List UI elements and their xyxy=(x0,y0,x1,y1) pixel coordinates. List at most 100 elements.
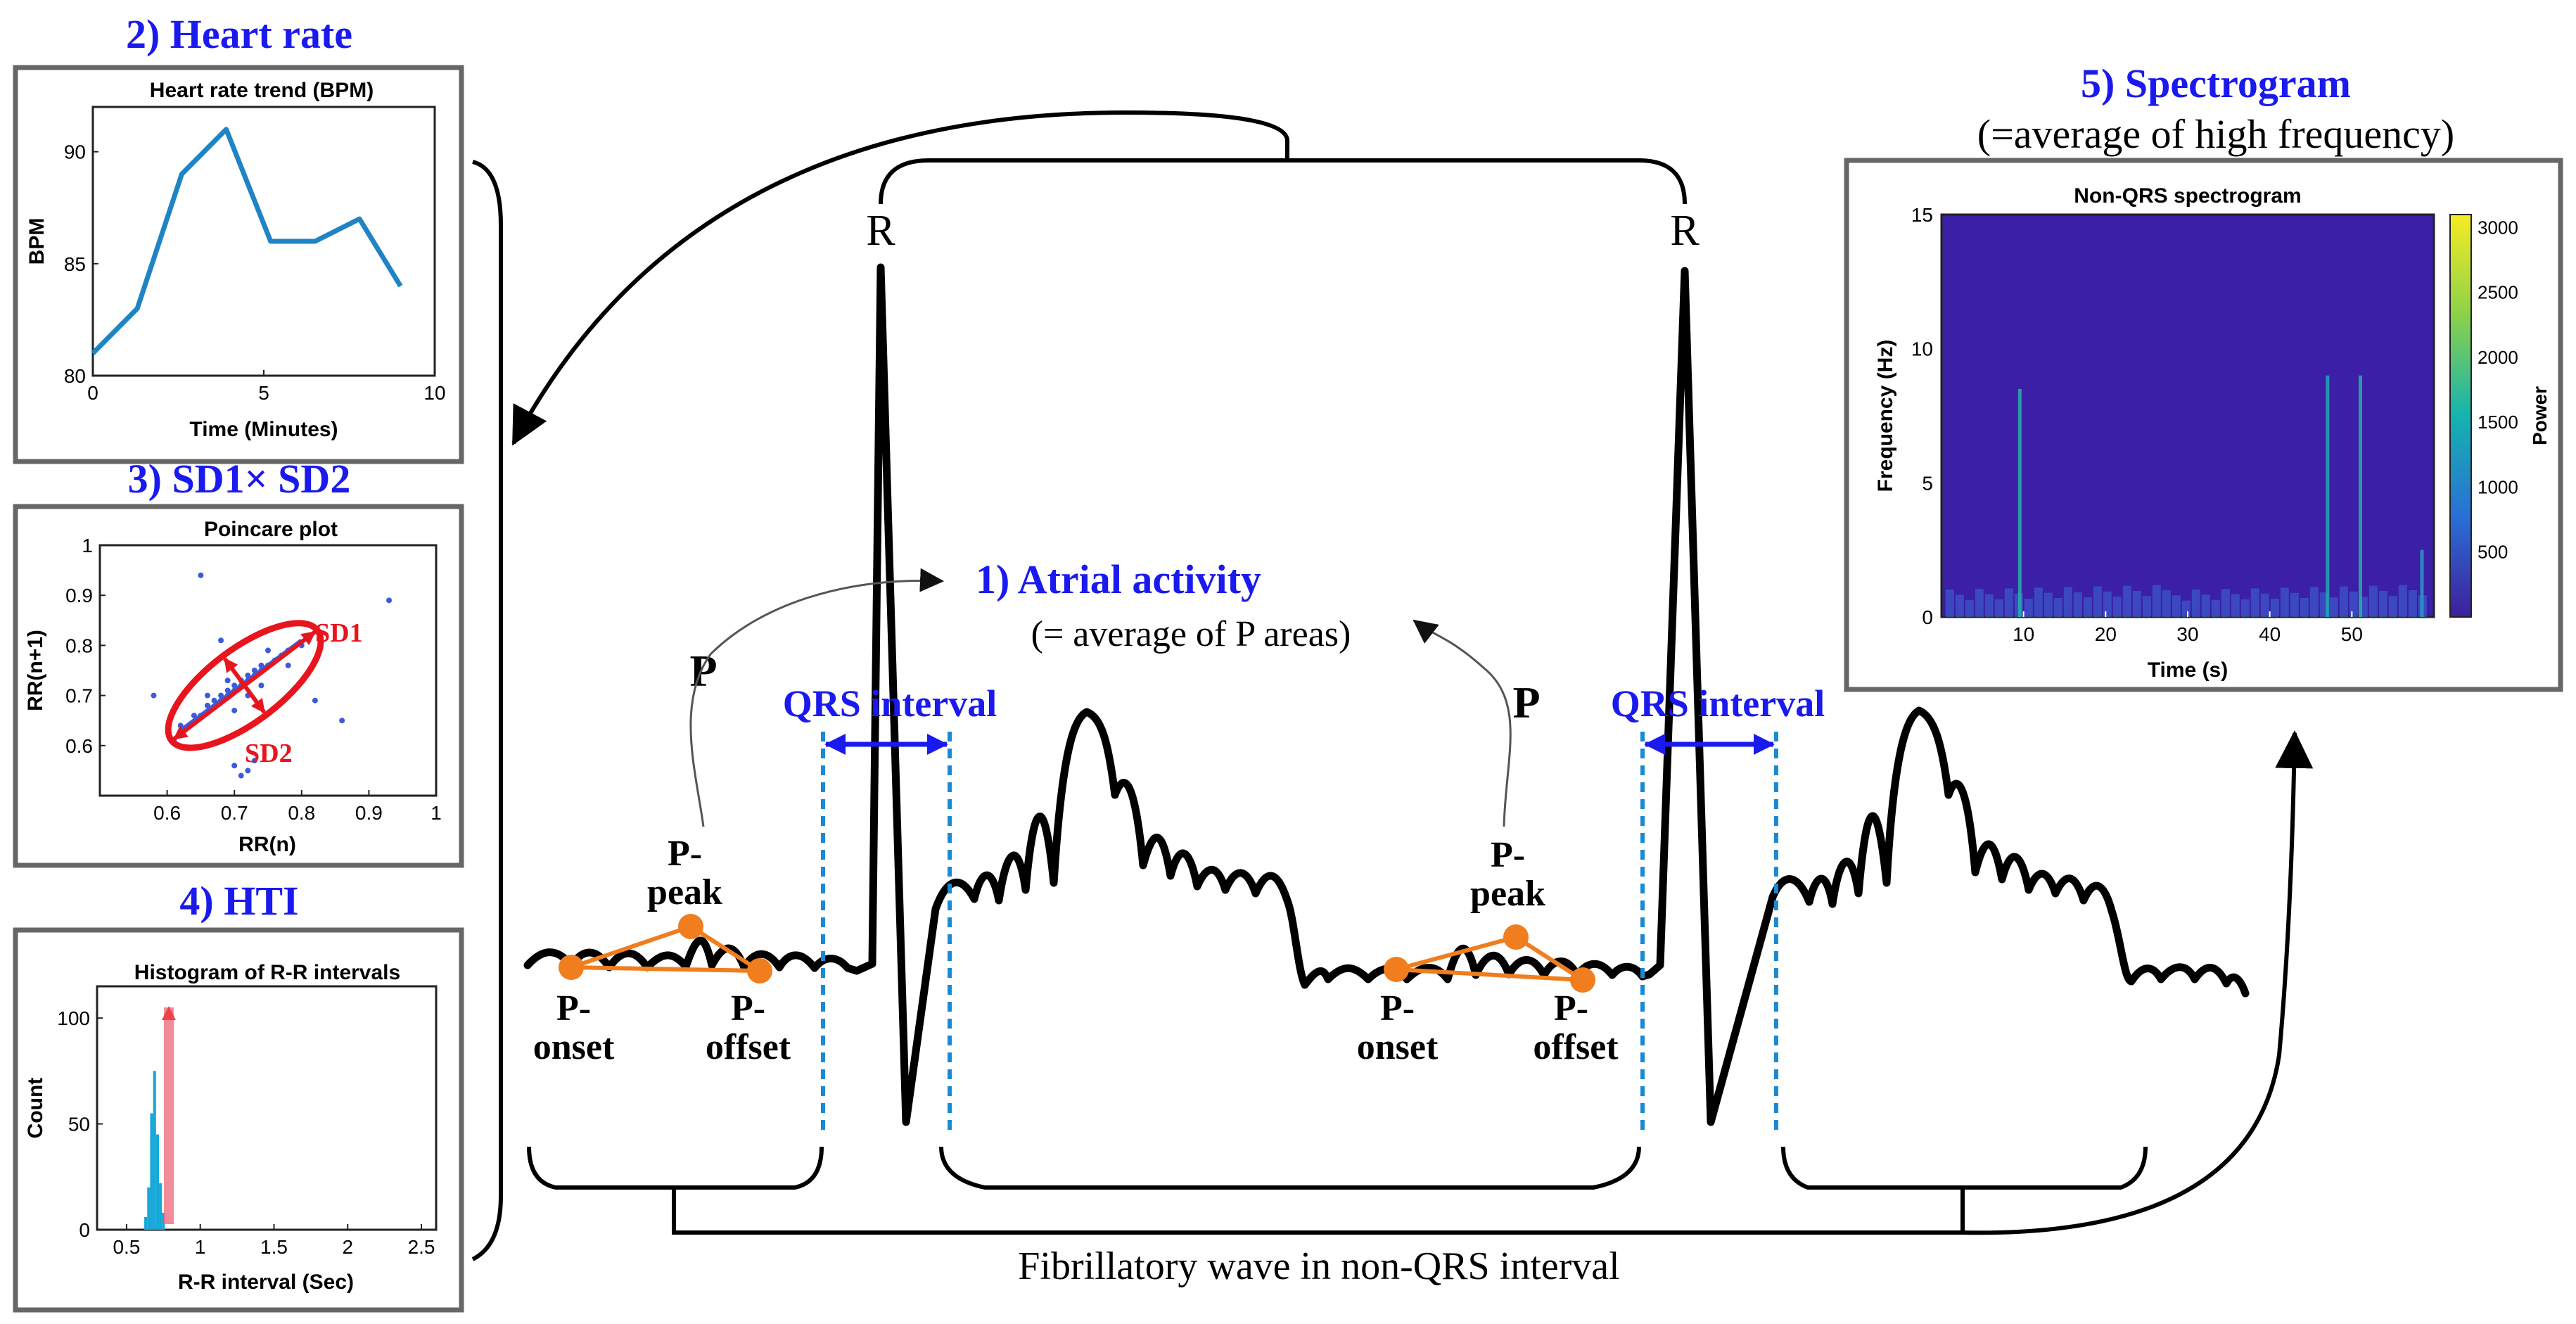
p-onset-label-1a: P- xyxy=(556,988,591,1029)
spectrogram-low-band xyxy=(2211,599,2220,617)
spectrogram-xlabel: Time (s) xyxy=(2148,658,2228,682)
spectrogram-low-band xyxy=(2368,585,2378,617)
spectrogram-low-band xyxy=(2290,592,2299,617)
spectrogram-streak xyxy=(2359,375,2362,617)
colorbar-tick-label: 500 xyxy=(2478,542,2508,563)
spectrogram-streak xyxy=(2326,375,2330,617)
colorbar-tick-label: 2000 xyxy=(2478,347,2518,368)
spectrogram-xtick-label: 30 xyxy=(2176,623,2198,645)
spectrogram-low-band xyxy=(2191,590,2200,617)
spectrogram-low-band xyxy=(2240,599,2250,617)
spectrogram-low-band xyxy=(2408,590,2417,617)
rr-bracket-connector xyxy=(511,110,1289,446)
qrs-interval-label-2: QRS interval xyxy=(1611,682,1825,725)
spectrogram-low-band xyxy=(2280,587,2289,617)
histogram-xtick-label: 1.5 xyxy=(260,1236,288,1258)
poincare-point xyxy=(339,718,345,724)
heart-rate-series-line xyxy=(91,127,403,355)
p-peak-label-1b: peak xyxy=(647,872,722,912)
p-offset-label-2a: P- xyxy=(1554,988,1588,1029)
p-offset-label-1a: P- xyxy=(731,988,765,1029)
poincare-chart-title: Poincare plot xyxy=(204,518,338,541)
p-offset-label-2b: offset xyxy=(1533,1027,1619,1067)
heading-hti: 4) HTI xyxy=(179,878,298,924)
histogram-xtick-label: 2 xyxy=(342,1236,353,1258)
heart-rate-ytick-label: 80 xyxy=(64,365,86,387)
poincare-xlabel: RR(n) xyxy=(238,833,296,856)
spectrogram-ytick-label: 0 xyxy=(1922,606,1933,628)
spectrogram-ytick-label: 15 xyxy=(1911,204,1933,226)
poincare-xtick-label: 0.7 xyxy=(221,802,248,824)
spectrogram-chart-title: Non-QRS spectrogram xyxy=(2074,184,2301,208)
poincare-point xyxy=(245,768,251,774)
atrial-activity-subtitle: (= average of P areas) xyxy=(1031,614,1351,654)
poincare-point xyxy=(386,597,393,604)
spectrogram-low-band xyxy=(2142,596,2151,617)
sd2-arrow xyxy=(243,684,266,714)
histogram-bar xyxy=(144,1216,148,1230)
poincare-xtick-label: 1 xyxy=(431,802,442,824)
spectrogram-subtitle: (=average of high frequency) xyxy=(1977,111,2454,157)
p-offset-label-1b: offset xyxy=(706,1027,791,1067)
heart-rate-xlabel: Time (Minutes) xyxy=(189,418,338,441)
non-qrs-brace-2 xyxy=(939,1146,1641,1190)
histogram-xlabel: R-R interval (Sec) xyxy=(178,1271,354,1294)
poincare-point xyxy=(285,662,291,668)
heading-heart-rate: 2) Heart rate xyxy=(126,11,352,57)
spectrogram-low-band xyxy=(2378,590,2387,617)
colorbar-label: Power xyxy=(2529,386,2551,445)
poincare-point xyxy=(238,772,244,779)
poincare-point xyxy=(224,677,231,684)
spectrogram-low-band xyxy=(2093,586,2102,617)
fibrillatory-connector xyxy=(672,1189,1965,1235)
non-qrs-brace-3 xyxy=(1781,1146,2148,1190)
spectrogram-low-band xyxy=(2024,598,2033,617)
svg-text:P- peak P- o: P- peak P- onset P- offset P- peak P- on… xyxy=(533,834,1619,1067)
spectrogram-low-band xyxy=(2073,592,2082,617)
poincare-ytick-label: 0.9 xyxy=(65,585,93,606)
poincare-ylabel: RR(n+1) xyxy=(24,630,47,711)
poincare-point xyxy=(258,682,264,689)
spectrogram-low-band xyxy=(2043,592,2053,617)
left-panels-bracket xyxy=(471,160,503,1261)
spectrogram-low-band xyxy=(2250,588,2259,617)
histogram-xtick-label: 0.5 xyxy=(113,1236,140,1258)
spectrogram-ytick-label: 5 xyxy=(1922,472,1933,494)
spectrogram-low-band xyxy=(1945,590,1954,617)
spectrogram-xtick-label: 50 xyxy=(2341,623,2363,645)
p-peak-label-1a: P- xyxy=(668,834,702,874)
colorbar-tick-label: 1000 xyxy=(2478,476,2518,497)
spectrogram-low-band xyxy=(2034,587,2043,617)
histogram-ytick-label: 100 xyxy=(57,1007,90,1029)
spectrogram-low-band xyxy=(2309,587,2319,617)
sd1-arrow xyxy=(243,630,317,687)
histogram-xtick-label: 2.5 xyxy=(408,1236,435,1258)
histogram-ytick-label: 50 xyxy=(68,1114,90,1135)
heading-atrial-activity: 1) Atrial activity xyxy=(976,556,1261,602)
non-qrs-brace-1 xyxy=(527,1146,824,1190)
poincare-axes xyxy=(98,544,438,797)
spectrogram-xtick-label: 20 xyxy=(2095,623,2117,645)
p-onset-label-1b: onset xyxy=(533,1027,615,1067)
spectrogram-low-band xyxy=(1975,589,1984,617)
p-to-atrial-arrow-1 xyxy=(689,568,944,827)
poincare-xtick-label: 0.8 xyxy=(288,802,315,824)
spectrogram-streak xyxy=(2420,549,2424,617)
poincare-point xyxy=(198,572,204,578)
p-peak-label-2a: P- xyxy=(1491,835,1525,875)
colorbar-tick-label: 3000 xyxy=(2478,217,2518,238)
heart-rate-ytick-label: 90 xyxy=(64,141,86,163)
histogram-bar xyxy=(153,1071,156,1230)
histogram-chart-title: Histogram of R-R intervals xyxy=(134,961,400,984)
sd-ellipse xyxy=(165,620,324,751)
poincare-point xyxy=(218,637,224,644)
p-wave-marker-2 xyxy=(1384,924,1595,993)
sd1-label: SD1 xyxy=(315,618,363,648)
spectrogram-low-band xyxy=(2398,585,2407,617)
spectrogram-streak xyxy=(2017,388,2022,617)
spectrogram-low-band xyxy=(2103,591,2112,617)
colorbar-tick-label: 2500 xyxy=(2478,282,2518,303)
